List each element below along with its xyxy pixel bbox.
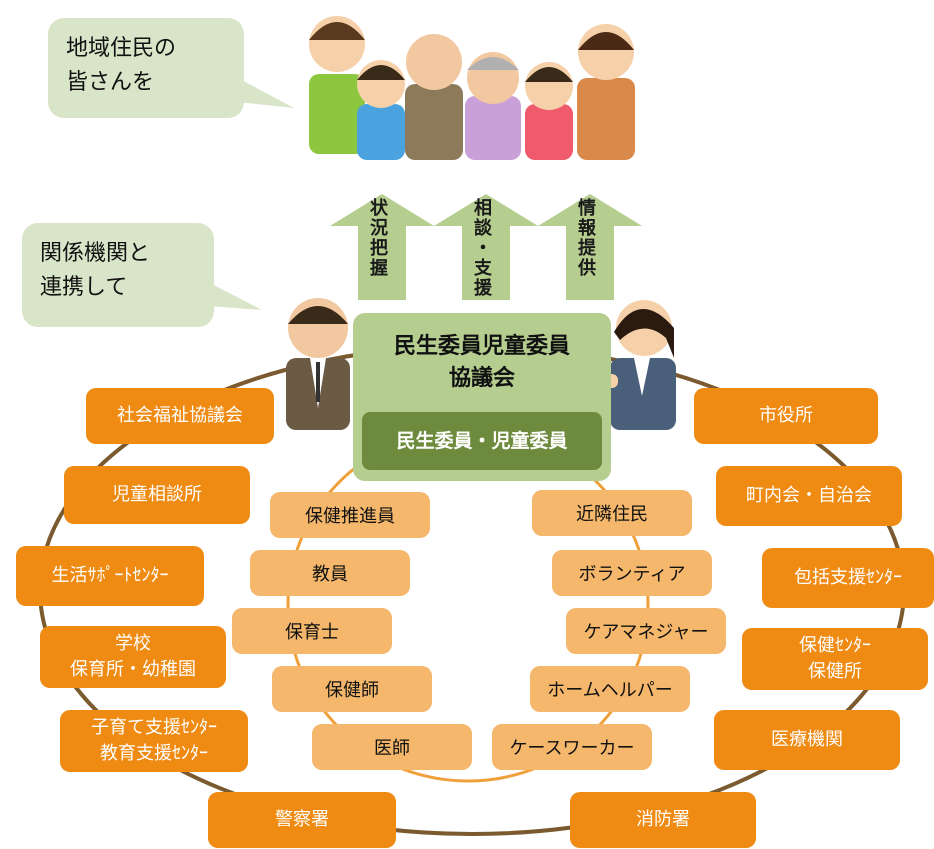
speech-tail-cooperation: [208, 282, 262, 310]
council-title-line1: 民生委員児童委員: [393, 334, 570, 359]
male-staff-illustration: [286, 298, 350, 430]
outer-box-police-station: 警察署: [208, 792, 396, 848]
outer-box-medical-institutions: 医療機関: [714, 710, 900, 770]
residents-family-illustration: [309, 16, 635, 160]
outer-box-fire-station: 消防署: [570, 792, 756, 848]
inner-box-care-manager: ケアマネジャー: [566, 608, 726, 654]
arrow-status-grasp: [330, 194, 434, 300]
speech-residents-line2: 皆さんを: [66, 70, 155, 95]
inner-box-volunteers: ボランティア: [552, 550, 712, 596]
inner-box-nursery-teacher: 保育士: [232, 608, 392, 654]
speech-residents-line1: 地域住民の: [66, 36, 177, 61]
outer-box-schools: 学校 保育所・幼稚園: [40, 626, 226, 688]
inner-box-public-health-nurse: 保健師: [272, 666, 432, 712]
council-members-box: 民生委員・児童委員: [362, 412, 602, 470]
inner-box-health-promoter: 保健推進員: [270, 492, 430, 538]
arrow-consultation-support-label: 相談・支援: [471, 198, 492, 298]
council-title-line2: 協議会: [448, 366, 515, 391]
inner-box-neighbors: 近隣住民: [532, 490, 692, 536]
outer-box-child-guidance-center: 児童相談所: [64, 466, 250, 524]
outer-box-social-welfare-council: 社会福祉協議会: [86, 388, 274, 444]
speech-cooperation-line2: 連携して: [40, 275, 128, 300]
outer-box-comprehensive-support-center: 包括支援ｾﾝﾀｰ: [762, 548, 934, 608]
inner-box-doctor: 医師: [312, 724, 472, 770]
outer-box-city-hall: 市役所: [694, 388, 878, 444]
female-staff-illustration: [600, 300, 676, 430]
speech-bubble-cooperation: 関係機関と 連携して: [22, 223, 214, 327]
outer-box-life-support-center: 生活ｻﾎﾟｰﾄｾﾝﾀｰ: [16, 546, 204, 606]
arrow-information-provision-label: 情報提供: [575, 198, 596, 278]
outer-box-neighborhood-association: 町内会・自治会: [716, 466, 902, 526]
outer-box-health-center: 保健ｾﾝﾀｰ 保健所: [742, 628, 928, 690]
council-title: 民生委員児童委員 協議会: [353, 331, 611, 395]
speech-cooperation-line1: 関係機関と: [40, 241, 151, 266]
arrow-consultation-support: [434, 194, 538, 300]
inner-box-teacher: 教員: [250, 550, 410, 596]
arrow-status-grasp-label: 状況把握: [367, 198, 388, 278]
outer-box-childcare-support-center: 子育て支援ｾﾝﾀｰ 教育支援ｾﾝﾀｰ: [60, 710, 248, 772]
speech-bubble-residents: 地域住民の 皆さんを: [48, 18, 244, 118]
inner-box-home-helper: ホームヘルパー: [530, 666, 690, 712]
arrow-information-provision: [538, 194, 642, 300]
speech-tail-residents: [238, 78, 294, 108]
council-box: 民生委員児童委員 協議会 民生委員・児童委員: [353, 313, 611, 481]
inner-box-case-worker: ケースワーカー: [492, 724, 652, 770]
